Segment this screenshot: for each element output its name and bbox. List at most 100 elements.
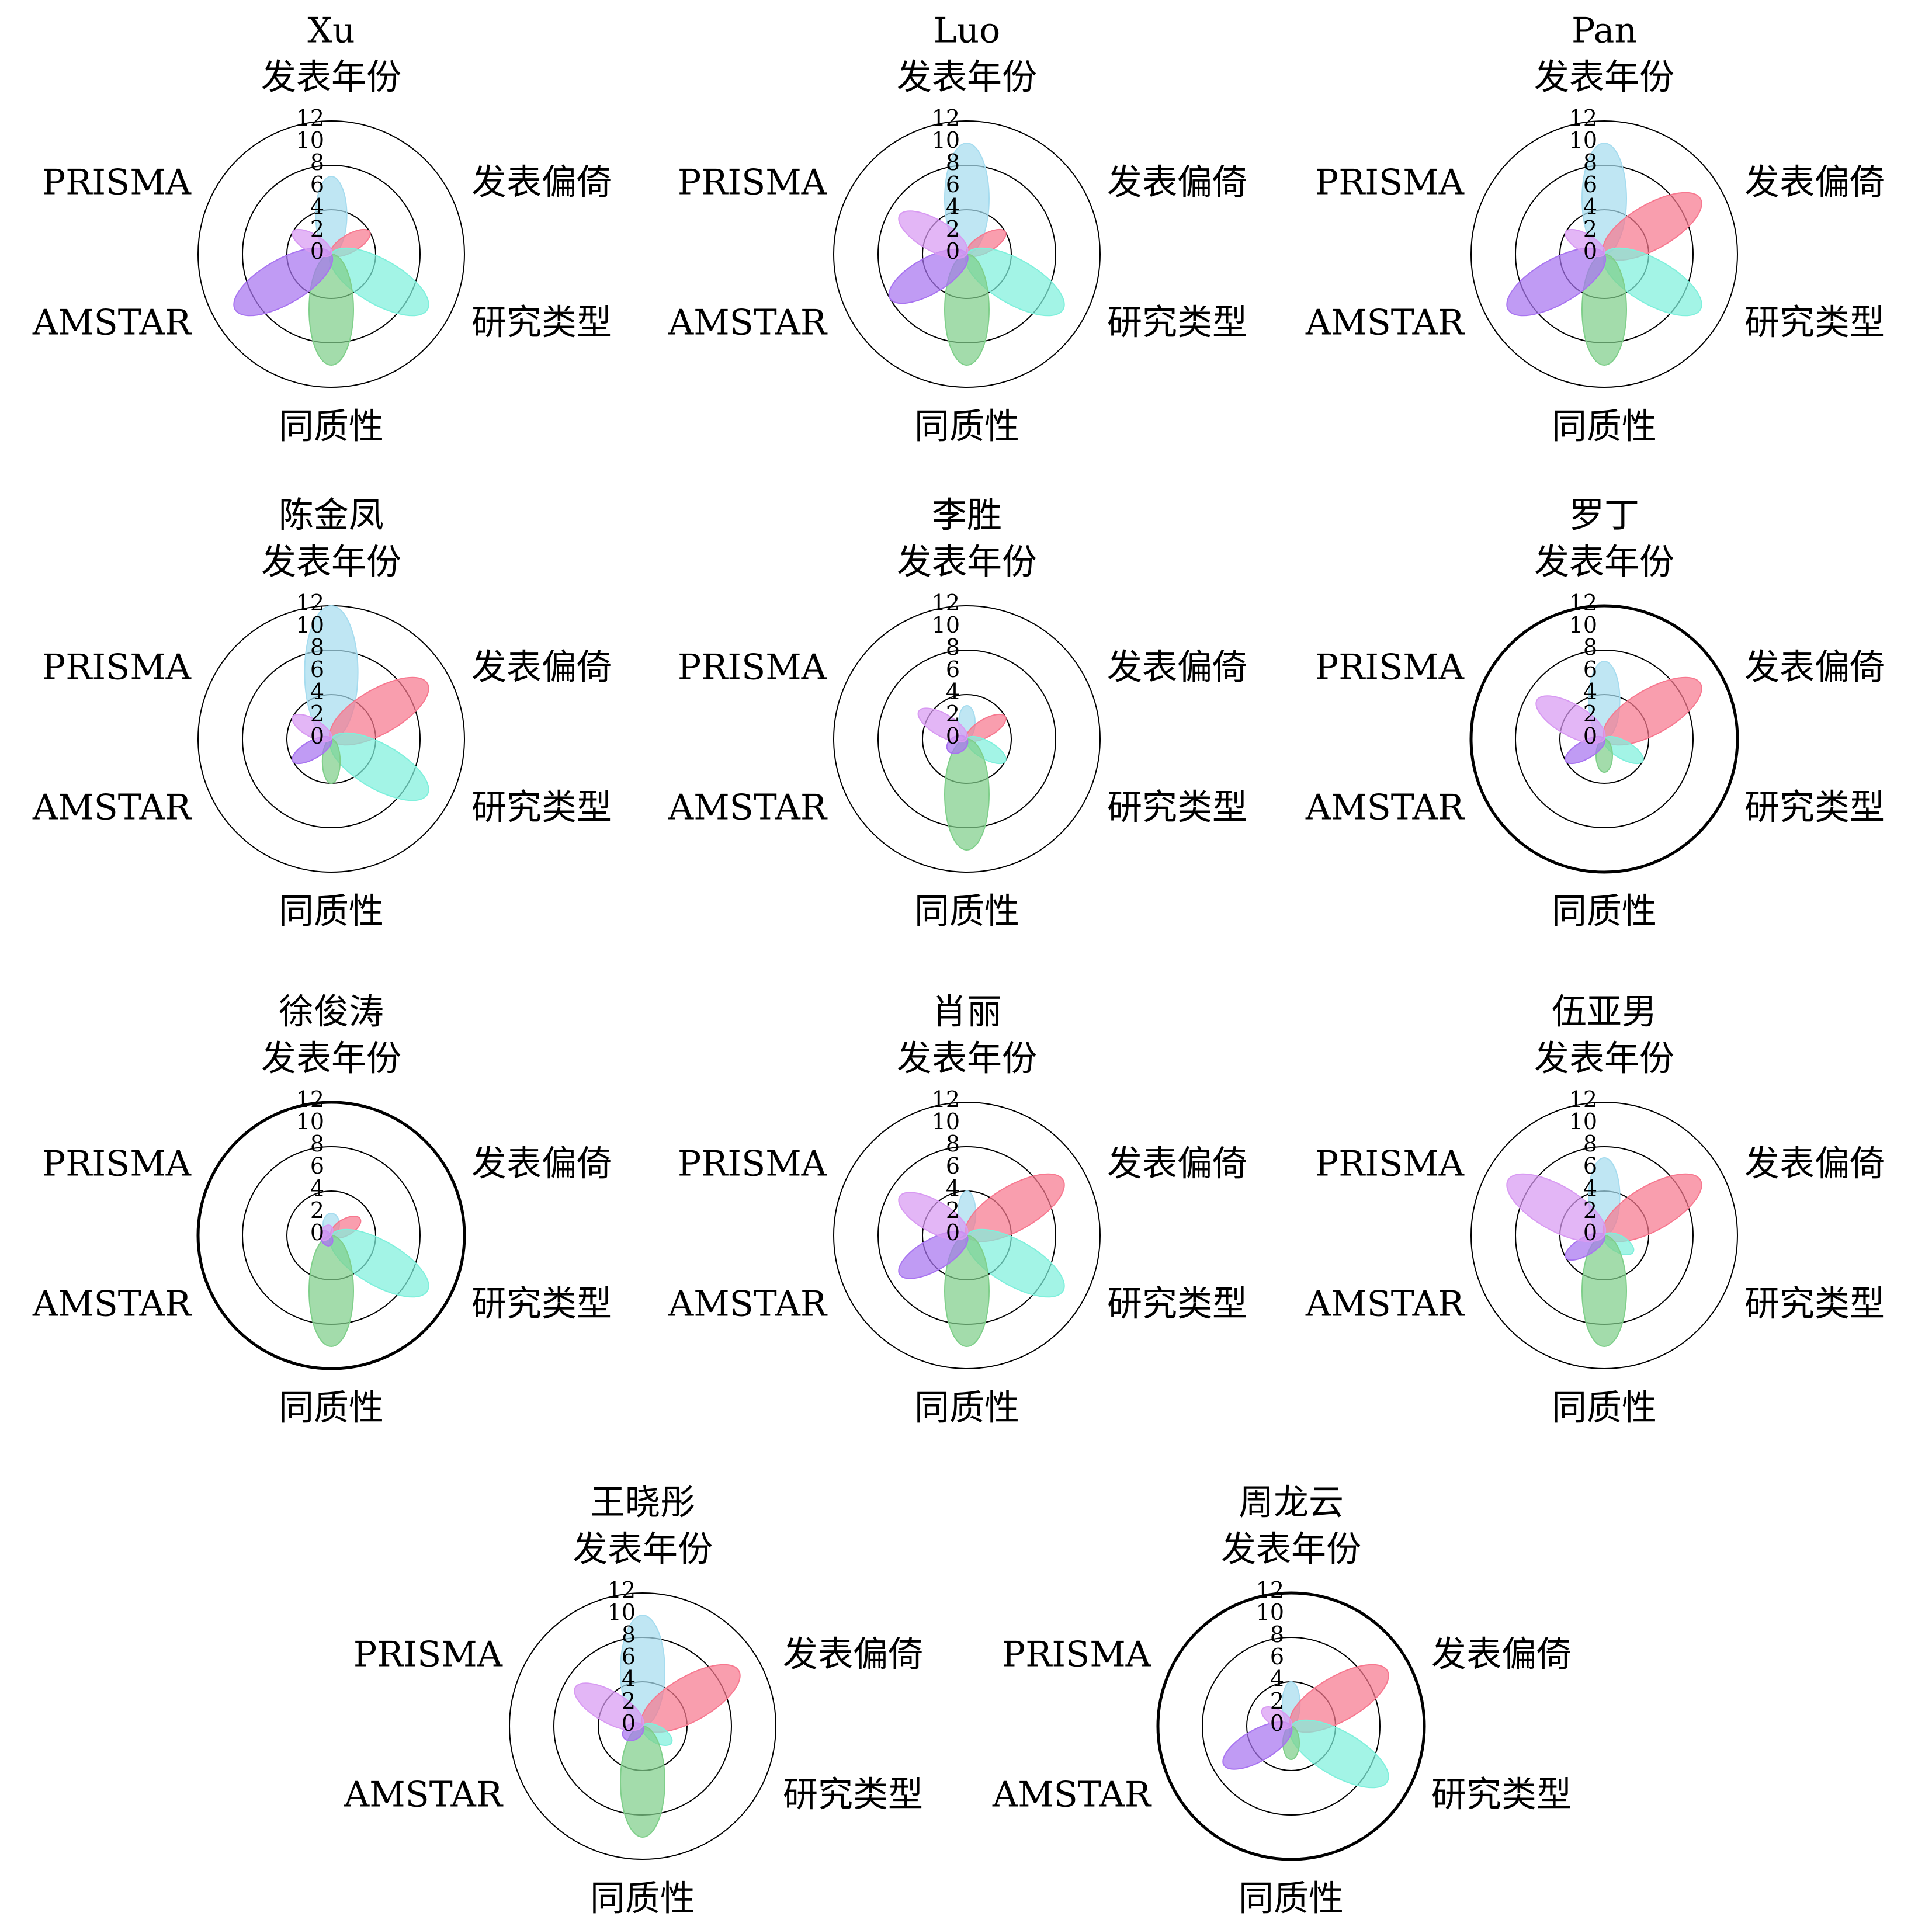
axis-category-label: PRISMA: [1315, 647, 1465, 688]
radial-tick-label: 8: [310, 634, 324, 660]
axis-category-label: 发表偏倚: [1107, 162, 1247, 203]
radial-tick-label: 2: [310, 701, 324, 727]
petal-bar: [898, 1192, 969, 1241]
radial-tick-label: 8: [946, 634, 960, 660]
axis-category-label: 发表偏倚: [1107, 1144, 1247, 1185]
axis-category-label: PRISMA: [1315, 1144, 1465, 1185]
chart-title: 罗丁: [1569, 495, 1639, 536]
radial-tick-label: 2: [1583, 701, 1597, 727]
radial-tick-label: 0: [1583, 723, 1597, 749]
axis-category-label: 研究类型: [471, 787, 612, 828]
radial-tick-label: 2: [946, 1198, 960, 1223]
radial-tick-label: 12: [1569, 1087, 1597, 1112]
grid-ring: [196, 1101, 466, 1370]
petal-bar: [917, 707, 969, 743]
axis-category-label: 发表年份: [897, 57, 1037, 98]
axis-category-label: AMSTAR: [32, 1284, 192, 1325]
axis-category-label: 发表偏倚: [471, 1144, 612, 1185]
radial-tick-label: 8: [946, 150, 960, 175]
petal-bar: [319, 1224, 334, 1241]
radial-tick-label: 2: [1583, 216, 1597, 242]
radial-tick-label: 4: [1583, 194, 1597, 220]
radial-tick-label: 12: [296, 1087, 324, 1112]
radial-tick-label: 8: [946, 1131, 960, 1157]
chart-title: 李胜: [932, 495, 1002, 536]
radial-tick-label: 0: [946, 1220, 960, 1245]
radial-tick-label: 12: [608, 1577, 636, 1603]
radial-tick-label: 10: [932, 1109, 960, 1134]
grid-ring: [1469, 604, 1739, 874]
axis-category-label: 同质性: [1239, 1879, 1344, 1916]
axis-category-label: 同质性: [279, 1388, 384, 1429]
axis-category-label: 发表偏倚: [1431, 1634, 1572, 1675]
chart-title: 周龙云: [1239, 1483, 1344, 1523]
grid-ring: [1470, 120, 1738, 388]
axis-category-label: PRISMA: [678, 1144, 827, 1185]
radial-tick-label: 2: [1583, 1198, 1597, 1223]
grid-ring: [1515, 650, 1694, 828]
chart-title: 陈金凤: [279, 495, 384, 536]
axis-category-label: 同质性: [914, 1388, 1019, 1429]
radial-tick-label: 2: [946, 216, 960, 242]
chart-title: 王晓彤: [590, 1483, 695, 1523]
axis-category-label: 发表年份: [1534, 1039, 1674, 1080]
radial-tick-label: 12: [932, 105, 960, 131]
radial-tick-label: 8: [310, 150, 324, 175]
chart-title: 徐俊涛: [279, 992, 384, 1033]
petal-bar: [292, 713, 332, 742]
radial-tick-label: 4: [1583, 1175, 1597, 1201]
grid-ring: [509, 1592, 776, 1860]
grid-ring: [1202, 1637, 1381, 1816]
axis-category-label: 研究类型: [471, 1284, 612, 1325]
radial-tick-label: 10: [1569, 1109, 1597, 1134]
axis-category-label: AMSTAR: [32, 787, 192, 828]
radial-tick-label: 6: [1583, 1153, 1597, 1179]
radial-tick-label: 8: [1583, 1131, 1597, 1157]
petal-bar: [308, 1235, 354, 1347]
axis-category-label: 研究类型: [1744, 1284, 1885, 1325]
radial-tick-label: 0: [1583, 238, 1597, 264]
radial-tick-label: 12: [296, 105, 324, 131]
axis-category-label: 发表年份: [897, 542, 1037, 583]
radial-tick-label: 8: [1583, 634, 1597, 660]
axis-category-label: 发表年份: [261, 1039, 401, 1080]
axis-category-label: 同质性: [1552, 407, 1657, 447]
radial-tick-label: 0: [946, 723, 960, 749]
radial-tick-label: 4: [946, 1175, 960, 1201]
axis-category-label: 同质性: [279, 407, 384, 447]
radial-tick-label: 12: [1569, 105, 1597, 131]
axis-category-label: 研究类型: [1744, 303, 1885, 343]
radial-tick-label: 6: [310, 172, 324, 197]
radial-tick-label: 10: [296, 127, 324, 153]
axis-category-label: 同质性: [914, 407, 1019, 447]
chart-title: Pan: [1572, 11, 1637, 51]
axis-category-label: 发表偏倚: [1744, 1144, 1885, 1185]
radial-tick-label: 0: [310, 723, 324, 749]
radial-tick-label: 6: [1583, 172, 1597, 197]
radial-tick-label: 0: [946, 238, 960, 264]
axis-category-label: AMSTAR: [32, 303, 192, 343]
radial-tick-label: 2: [622, 1688, 636, 1714]
radial-tick-label: 0: [310, 1220, 324, 1245]
radial-tick-label: 10: [932, 127, 960, 153]
radial-tick-label: 2: [946, 701, 960, 727]
radial-tick-label: 6: [1583, 657, 1597, 682]
radial-tick-label: 10: [932, 612, 960, 638]
axis-category-label: PRISMA: [42, 647, 192, 688]
axis-category-label: 发表偏倚: [1744, 162, 1885, 203]
radial-tick-label: 6: [946, 172, 960, 197]
axis-category-label: AMSTAR: [668, 303, 828, 343]
chart-title: 肖丽: [932, 992, 1002, 1033]
petal-bar: [1565, 228, 1605, 258]
axis-category-label: AMSTAR: [1305, 787, 1465, 828]
radial-tick-label: 0: [1270, 1710, 1284, 1736]
chart-title: Xu: [307, 11, 355, 51]
petal-bar: [1261, 1706, 1292, 1730]
chart-title: 伍亚男: [1552, 992, 1657, 1033]
radial-tick-label: 4: [1270, 1666, 1284, 1692]
radial-tick-label: 0: [1583, 1220, 1597, 1245]
radial-tick-label: 6: [1270, 1644, 1284, 1669]
